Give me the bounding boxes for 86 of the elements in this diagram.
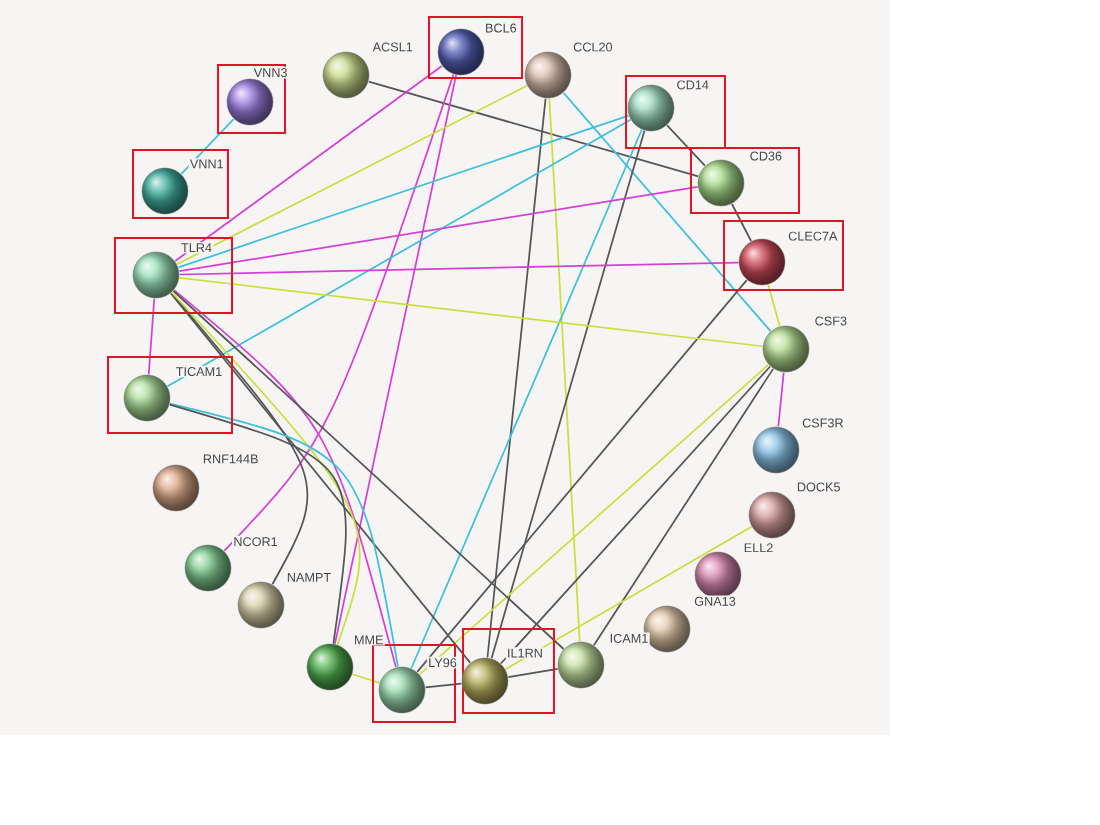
protein-node: CCL20 <box>524 41 614 99</box>
highlight-box <box>427 15 524 80</box>
protein-node: VNN1 <box>141 158 225 215</box>
node-label: TICAM1 <box>176 367 222 377</box>
interaction-line <box>593 368 774 646</box>
node-label: CSF3R <box>802 418 844 428</box>
node-label: CSF3 <box>815 316 847 326</box>
node-label: DOCK5 <box>797 482 840 492</box>
interaction-line <box>562 92 772 332</box>
protein-node: DOCK5 <box>748 481 842 539</box>
protein-node: MME <box>306 634 385 691</box>
protein-node: VNN3 <box>226 66 289 126</box>
protein-node: LY96 <box>378 656 459 714</box>
protein-node: NCOR1 <box>184 535 280 592</box>
interaction-line <box>171 291 361 646</box>
protein-node: IL1RN <box>461 647 545 705</box>
protein-node: CSF3 <box>762 315 849 373</box>
interaction-line <box>170 292 471 664</box>
protein-node: ICAM1 <box>557 632 650 689</box>
interaction-line <box>424 682 463 689</box>
interaction-line <box>178 185 699 273</box>
interaction-line <box>666 124 706 167</box>
node-label: VNN3 <box>253 68 287 78</box>
interaction-line <box>223 73 455 552</box>
interaction-line <box>168 403 347 645</box>
protein-node: ACSL1 <box>322 41 415 99</box>
highlight-box <box>107 356 233 434</box>
node-label: CD36 <box>750 151 782 161</box>
node-label: ICAM1 <box>610 633 648 643</box>
interaction-line <box>507 668 559 678</box>
node-label: GNA13 <box>694 596 736 606</box>
node-label: VNN1 <box>189 159 224 169</box>
highlight-box <box>462 628 555 714</box>
interaction-line <box>172 290 565 650</box>
interaction-line <box>410 128 643 670</box>
interaction-line <box>548 97 581 643</box>
interaction-line <box>173 289 397 668</box>
interaction-line <box>178 261 740 276</box>
interaction-line <box>731 203 752 242</box>
highlight-box <box>217 64 286 134</box>
node-label: NAMPT <box>287 572 331 582</box>
interaction-line <box>178 276 764 348</box>
interaction-line <box>176 84 528 266</box>
interaction-line <box>767 283 781 328</box>
protein-node: CD14 <box>627 79 711 132</box>
interaction-line <box>367 80 700 178</box>
interaction-line <box>334 74 457 645</box>
node-label: TLR4 <box>181 243 212 253</box>
interaction-line <box>418 363 770 676</box>
protein-node: CD36 <box>697 150 784 207</box>
node-label: MME <box>354 635 383 645</box>
highlight-box <box>113 237 234 314</box>
interaction-line <box>174 65 443 262</box>
node-label: RNF144B <box>203 454 258 464</box>
highlight-box <box>625 75 726 149</box>
highlight-box <box>132 149 229 219</box>
interaction-line <box>177 114 630 269</box>
interaction-line <box>147 297 156 376</box>
protein-node: TLR4 <box>132 242 214 299</box>
protein-node: CLEC7A <box>738 230 839 286</box>
interaction-line <box>166 118 632 388</box>
node-label: CLEC7A <box>788 231 838 241</box>
interaction-line <box>351 673 381 684</box>
interaction-line <box>486 97 547 659</box>
protein-node: RNF144B <box>152 453 260 512</box>
interaction-line <box>504 526 753 671</box>
node-label: ELL2 <box>744 543 773 553</box>
interaction-line <box>416 279 748 673</box>
node-label: IL1RN <box>508 648 542 658</box>
node-label: NCOR1 <box>234 537 278 547</box>
interaction-line <box>180 118 235 175</box>
node-label: ACSL1 <box>372 42 413 52</box>
highlight-box <box>723 219 844 292</box>
interaction-line <box>490 129 646 660</box>
node-label: CD14 <box>677 80 709 90</box>
interaction-line <box>500 365 771 665</box>
node-label: BCL6 <box>486 23 517 33</box>
interaction-line <box>777 371 785 428</box>
node-label: LY96 <box>429 658 457 668</box>
node-label: CCL20 <box>573 42 613 52</box>
highlight-box <box>690 146 800 215</box>
interaction-line <box>169 402 399 668</box>
protein-node: BCL6 <box>437 22 518 76</box>
protein-node: TICAM1 <box>123 365 224 422</box>
highlight-box <box>372 644 456 724</box>
protein-node: CSF3R <box>752 417 845 474</box>
